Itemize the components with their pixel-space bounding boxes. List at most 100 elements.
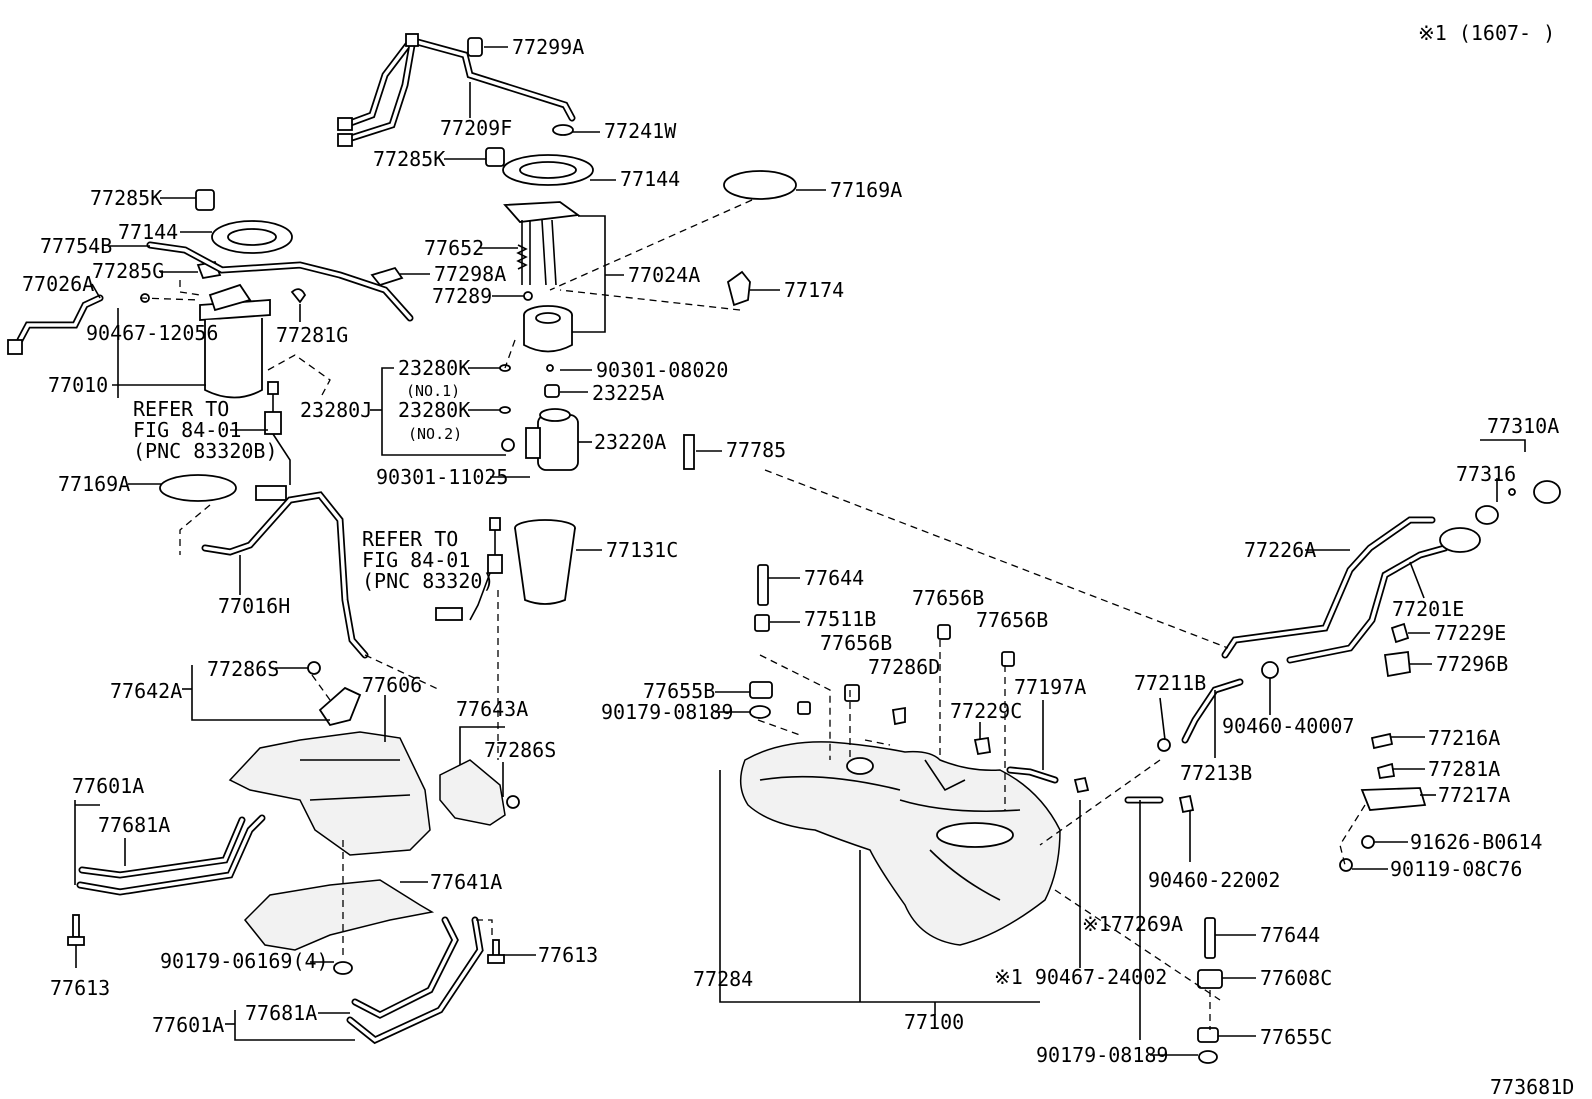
connector-77285K-upper bbox=[485, 147, 505, 167]
label-77026A[interactable]: 77026A bbox=[22, 272, 94, 296]
label-77016H[interactable]: 77016H bbox=[218, 594, 290, 618]
label-90119-08C76[interactable]: 90119-08C76 bbox=[1390, 857, 1522, 881]
label-77169A-upper[interactable]: 77169A bbox=[830, 178, 902, 202]
label-77281A[interactable]: 77281A bbox=[1428, 757, 1500, 781]
label-23280K-no2[interactable]: 23280K bbox=[398, 398, 470, 422]
label-77131C[interactable]: 77131C bbox=[606, 538, 678, 562]
label-77299A[interactable]: 77299A bbox=[512, 35, 584, 59]
tank-band-77601A-upper bbox=[76, 814, 266, 896]
bracket-77642A bbox=[318, 686, 362, 727]
label-77286S-right[interactable]: 77286S bbox=[484, 738, 556, 762]
label-91626-B0614[interactable]: 91626-B0614 bbox=[1410, 830, 1542, 854]
sub-note-no1: (NO.1) bbox=[406, 382, 460, 400]
label-77601A-lower[interactable]: 77601A bbox=[152, 1013, 224, 1037]
label-77024A[interactable]: 77024A bbox=[628, 263, 700, 287]
label-77656B-a[interactable]: 77656B bbox=[912, 586, 984, 610]
fuel-filter-23220A bbox=[501, 408, 579, 471]
clip-77286D bbox=[891, 706, 906, 726]
filler-neck-77201E bbox=[1221, 516, 1481, 664]
label-77217A[interactable]: 77217A bbox=[1438, 783, 1510, 807]
label-77010[interactable]: 77010 bbox=[48, 373, 108, 397]
label-90460-22002[interactable]: 90460-22002 bbox=[1148, 868, 1280, 892]
label-90179-06169[interactable]: 90179-06169(4) bbox=[160, 949, 329, 973]
label-77174[interactable]: 77174 bbox=[784, 278, 844, 302]
header-note: ※1 (1607- ) bbox=[1418, 21, 1555, 45]
label-77643A[interactable]: 77643A bbox=[456, 697, 528, 721]
label-77785[interactable]: 77785 bbox=[726, 438, 786, 462]
part-labels: ※1 (1607- ) 77299A 77209F 77241W 77285K … bbox=[22, 21, 1574, 1099]
label-77286S-left[interactable]: 77286S bbox=[207, 657, 279, 681]
label-77644-upper[interactable]: 77644 bbox=[804, 566, 864, 590]
clamp-90460-40007 bbox=[1261, 661, 1279, 679]
cup-77131C bbox=[514, 519, 576, 605]
grommet-77656B-c bbox=[844, 684, 860, 702]
label-77229C[interactable]: 77229C bbox=[950, 699, 1022, 723]
label-77285K-left[interactable]: 77285K bbox=[90, 186, 162, 210]
label-77613-left[interactable]: 77613 bbox=[50, 976, 110, 1000]
label-77296B[interactable]: 77296B bbox=[1436, 652, 1508, 676]
refer-note-1-line1: REFER TO bbox=[133, 397, 229, 421]
bolt-77613-left bbox=[67, 914, 85, 946]
label-77197A[interactable]: 77197A bbox=[1014, 675, 1086, 699]
label-77613-right[interactable]: 77613 bbox=[538, 943, 598, 967]
label-90179-08189-upper[interactable]: 90179-08189 bbox=[601, 700, 733, 724]
label-77298A[interactable]: 77298A bbox=[434, 262, 506, 286]
clip-77229E bbox=[1390, 622, 1410, 644]
label-90301-08020[interactable]: 90301-08020 bbox=[596, 358, 728, 382]
label-77644-lower[interactable]: 77644 bbox=[1260, 923, 1320, 947]
label-77652[interactable]: 77652 bbox=[424, 236, 484, 260]
label-77656B-c[interactable]: 77656B bbox=[820, 631, 892, 655]
protector-77641A bbox=[243, 879, 435, 951]
grommet-77656B-b bbox=[1001, 651, 1015, 667]
label-77213B[interactable]: 77213B bbox=[1180, 761, 1252, 785]
label-77606[interactable]: 77606 bbox=[362, 673, 422, 697]
label-77511B[interactable]: 77511B bbox=[804, 607, 876, 631]
label-77100[interactable]: 77100 bbox=[904, 1010, 964, 1034]
label-77641A[interactable]: 77641A bbox=[430, 870, 502, 894]
label-77601A-upper[interactable]: 77601A bbox=[72, 774, 144, 798]
label-77209F[interactable]: 77209F bbox=[440, 116, 512, 140]
label-23280J[interactable]: 23280J bbox=[300, 398, 372, 422]
refer-note-2-line2: FIG 84-01 bbox=[362, 548, 470, 572]
label-90460-40007[interactable]: 90460-40007 bbox=[1222, 714, 1354, 738]
label-77656B-b[interactable]: 77656B bbox=[976, 608, 1048, 632]
label-77201E[interactable]: 77201E bbox=[1392, 597, 1464, 621]
label-77754B[interactable]: 77754B bbox=[40, 234, 112, 258]
label-77655C[interactable]: 77655C bbox=[1260, 1025, 1332, 1049]
regulator-23225A bbox=[544, 384, 560, 398]
label-90467-24002[interactable]: ※1 90467-24002 bbox=[994, 965, 1167, 989]
label-77655B[interactable]: 77655B bbox=[643, 679, 715, 703]
label-90467-12056[interactable]: 90467-12056 bbox=[86, 321, 218, 345]
connector-77785 bbox=[683, 434, 695, 470]
label-77681A-lower[interactable]: 77681A bbox=[245, 1001, 317, 1025]
label-77310A[interactable]: 77310A bbox=[1487, 414, 1559, 438]
label-77289[interactable]: 77289 bbox=[432, 284, 492, 308]
label-77144-upper[interactable]: 77144 bbox=[620, 167, 680, 191]
label-77211B[interactable]: 77211B bbox=[1134, 671, 1206, 695]
label-77226A[interactable]: 77226A bbox=[1244, 538, 1316, 562]
label-77284[interactable]: 77284 bbox=[693, 967, 753, 991]
label-77169A-lower[interactable]: 77169A bbox=[58, 472, 130, 496]
label-90179-08189-lower[interactable]: 90179-08189 bbox=[1036, 1043, 1168, 1067]
label-77681A-upper[interactable]: 77681A bbox=[98, 813, 170, 837]
label-77281G[interactable]: 77281G bbox=[276, 323, 348, 347]
sub-note-no2: (NO.2) bbox=[408, 425, 462, 443]
label-23225A[interactable]: 23225A bbox=[592, 381, 664, 405]
label-77241W[interactable]: 77241W bbox=[604, 119, 677, 143]
label-77316[interactable]: 77316 bbox=[1456, 462, 1516, 486]
leader-lines bbox=[74, 46, 1526, 1056]
label-77286D[interactable]: 77286D bbox=[868, 655, 940, 679]
label-77229E[interactable]: 77229E bbox=[1434, 621, 1506, 645]
label-90301-11025[interactable]: 90301-11025 bbox=[376, 465, 508, 489]
label-77285K-upper[interactable]: 77285K bbox=[373, 147, 445, 171]
label-77608C[interactable]: 77608C bbox=[1260, 966, 1332, 990]
label-77216A[interactable]: 77216A bbox=[1428, 726, 1500, 750]
label-77642A[interactable]: 77642A bbox=[110, 679, 182, 703]
label-77269A[interactable]: ※177269A bbox=[1082, 912, 1183, 936]
label-77285G[interactable]: 77285G bbox=[92, 259, 164, 283]
label-77144-left[interactable]: 77144 bbox=[118, 220, 178, 244]
clip-77286S-left bbox=[307, 661, 321, 675]
plug-77644-lower bbox=[1204, 917, 1216, 959]
label-23220A[interactable]: 23220A bbox=[594, 430, 666, 454]
label-23280K-no1[interactable]: 23280K bbox=[398, 356, 470, 380]
